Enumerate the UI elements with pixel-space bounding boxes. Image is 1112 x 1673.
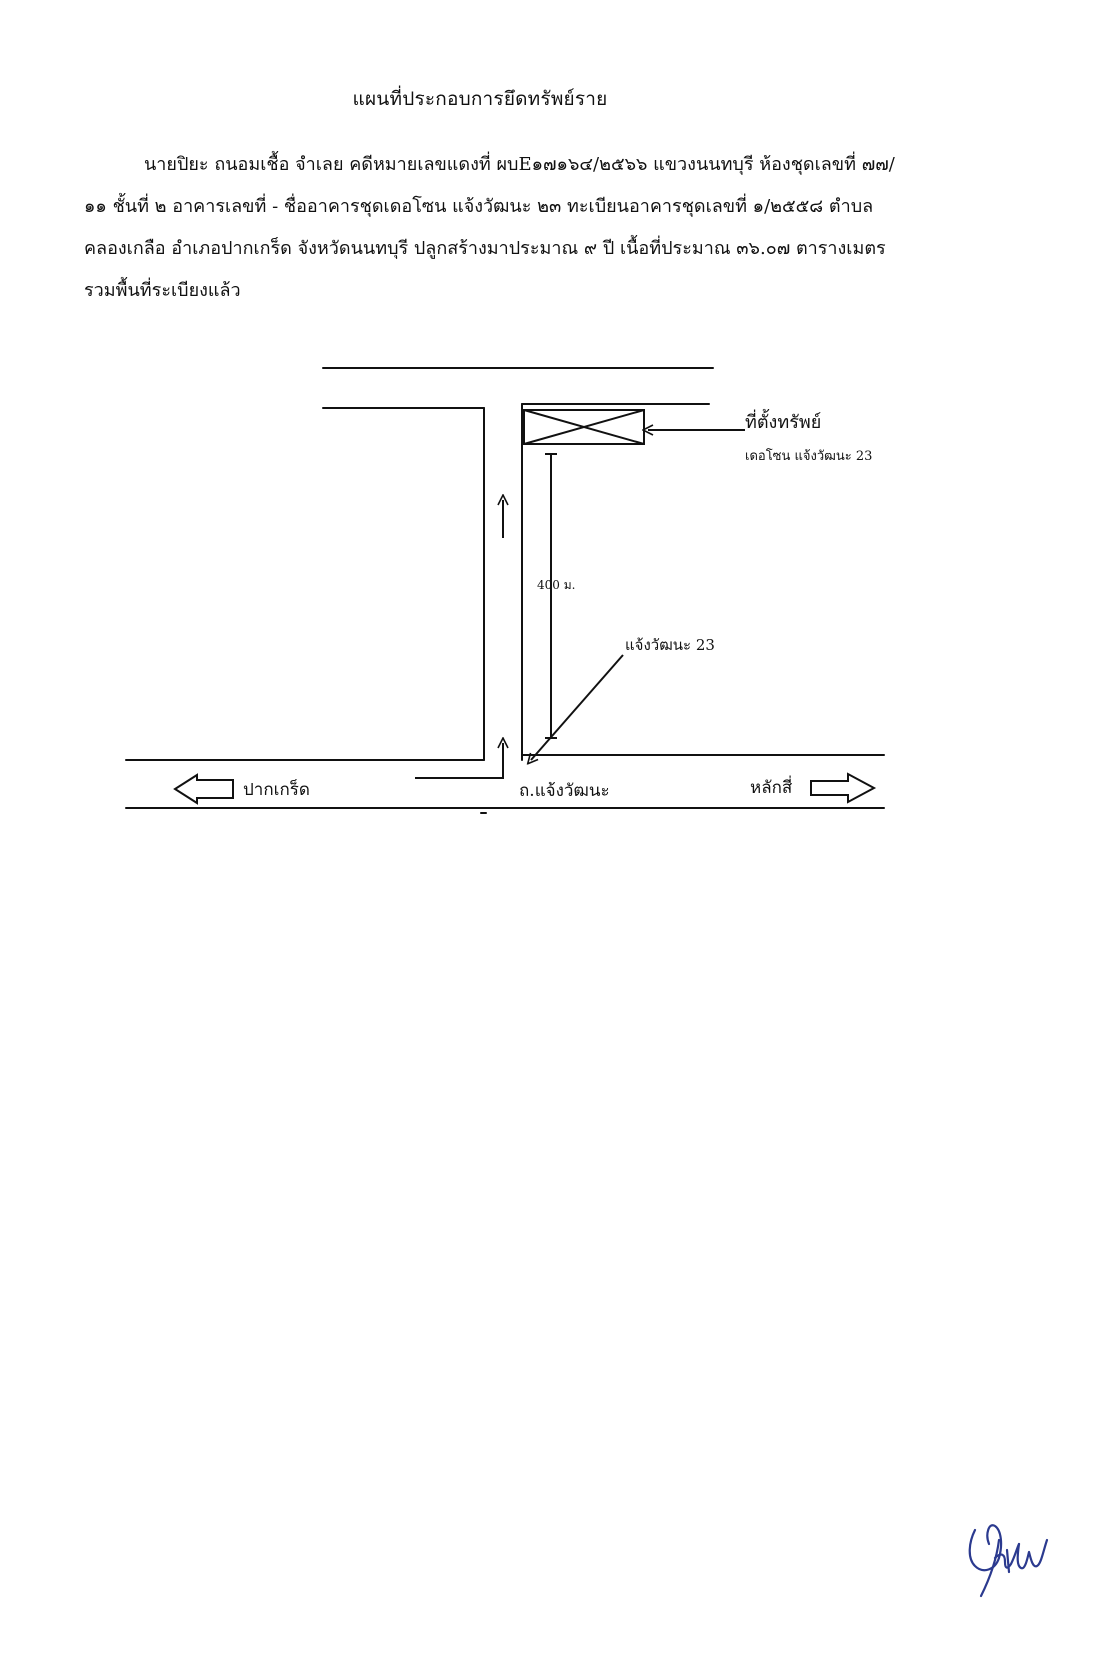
description-line: คลองเกลือ อำเภอปากเกร็ด จังหวัดนนทบุรี ป…	[84, 238, 886, 259]
location-map: ที่ตั้งทรัพย์ เดอโซน แจ้งวัฒนะ 23 400 ม.…	[125, 367, 885, 814]
description-paragraph: นายปิยะ ถนอมเชื้อ จำเลย คดีหมายเลขแดงที่…	[84, 144, 904, 312]
left-direction-label: ปากเกร็ด	[243, 778, 310, 800]
distance-label: 400 ม.	[537, 578, 575, 592]
road-label: ถ.แจ้งวัฒนะ	[519, 781, 610, 801]
right-direction-arrow-icon	[810, 772, 877, 804]
signature	[968, 1524, 1049, 1598]
page-title: แผนที่ประกอบการยึดทรัพย์ราย	[352, 88, 608, 110]
route-arrow	[415, 743, 503, 779]
soi-entry-pointer	[531, 654, 624, 760]
property-label: ที่ตั้งทรัพย์	[745, 409, 821, 433]
right-direction-label: หลักสี่	[750, 775, 793, 798]
description-line: ๑๑ ชั้นที่ ๒ อาคารเลขที่ - ชื่ออาคารชุดเ…	[84, 196, 874, 217]
property-marker-box	[523, 409, 645, 445]
left-direction-arrow-icon	[173, 773, 234, 805]
description-line: รวมพื้นที่ระเบียงแล้ว	[84, 280, 241, 301]
description-line: นายปิยะ ถนอมเชื้อ จำเลย คดีหมายเลขแดงที่…	[144, 154, 895, 175]
property-sublabel: เดอโซน แจ้งวัฒนะ 23	[745, 448, 872, 464]
soi-label: แจ้งวัฒนะ 23	[625, 636, 715, 654]
